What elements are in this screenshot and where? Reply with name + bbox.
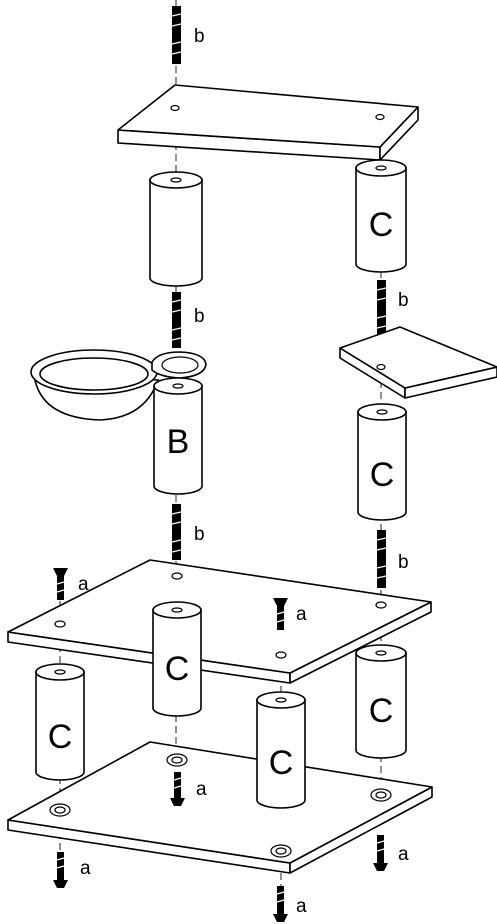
label-standoff-c-1: C <box>369 206 394 244</box>
screw-b-left-lower <box>171 504 182 560</box>
bottom-plate <box>7 741 433 874</box>
label-standoff-c-5: C <box>48 718 73 756</box>
middle-plate-hole-center <box>171 572 183 580</box>
standoff-c-right-mid <box>357 403 407 521</box>
bottom-plate-countersink-right <box>370 788 392 802</box>
small-right-plate <box>339 326 497 399</box>
label-screw-b-top: b <box>194 26 205 47</box>
label-screw-a-center-lower: a <box>196 779 207 800</box>
label-screw-b-right-lower: b <box>398 552 409 573</box>
middle-plate-hole-front <box>275 651 287 659</box>
top-plate-hole-right <box>375 113 385 121</box>
middle-plate-hole-right <box>375 601 387 609</box>
bottom-plate-countersink-front <box>270 844 292 858</box>
label-screw-a-left-upper: a <box>78 574 89 595</box>
screw-b-right-upper <box>376 280 387 338</box>
screw-a-center-upper <box>273 598 288 630</box>
label-screw-b-left-mid: b <box>194 306 205 327</box>
label-standoff-c-3: C <box>165 650 190 688</box>
screw-a-left-lower <box>53 852 68 888</box>
label-screw-b-right-upper: b <box>398 290 409 311</box>
label-screw-a-center-upper: a <box>296 604 307 625</box>
middle-plate <box>7 559 432 684</box>
standoff-c-left-lower <box>35 663 85 781</box>
standoff-c-center <box>152 601 202 717</box>
label-standoff-c-6: C <box>269 744 294 782</box>
standoff-c-right-upper <box>355 159 407 273</box>
label-standoff-c-2: C <box>370 456 395 494</box>
bottom-plate-countersink-center <box>166 753 188 767</box>
bottom-plate-countersink-left <box>49 803 71 817</box>
small-plate-hole <box>376 363 386 371</box>
middle-plate-hole-left <box>54 620 66 628</box>
label-screw-a-right-lower: a <box>398 844 409 865</box>
screw-a-left-upper <box>53 568 68 600</box>
label-screw-a-front-lower: a <box>296 896 307 917</box>
screw-b-left-mid <box>171 292 182 348</box>
label-screw-b-left-lower: b <box>194 524 205 545</box>
label-standoff-c-4: C <box>369 692 394 730</box>
standoff-left-upper <box>149 171 203 287</box>
screw-a-right-lower <box>373 835 388 871</box>
standoff-c-front <box>256 691 306 809</box>
screw-b-top <box>171 6 182 64</box>
standoff-c-right-lower <box>355 644 407 759</box>
standoff-b <box>153 377 203 495</box>
screw-a-front-lower <box>273 886 288 922</box>
label-standoff-b: B <box>167 423 190 461</box>
bowl-accessory <box>30 349 207 421</box>
top-plate-hole-left <box>170 104 180 112</box>
screw-b-right-lower <box>376 530 387 588</box>
top-plate <box>117 84 419 161</box>
label-screw-a-left-lower: a <box>80 858 91 879</box>
screw-a-center-lower <box>170 772 185 806</box>
